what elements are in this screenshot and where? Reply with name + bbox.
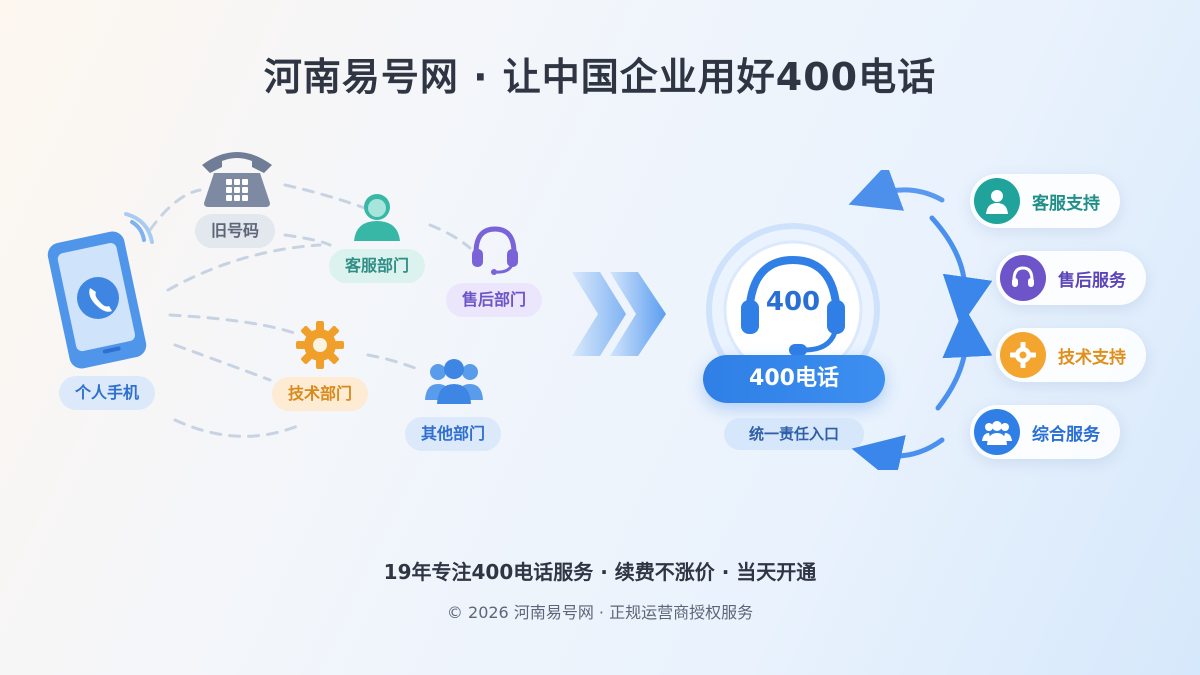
footer-copyright: © 2026 河南易号网 · 正规运营商授权服务: [446, 603, 754, 622]
headset-icon: [1000, 255, 1046, 301]
headset-icon: [472, 226, 518, 275]
user-icon: [974, 178, 1020, 224]
page-title: 河南易号网 · 让中国企业用好400电话: [263, 55, 937, 99]
desk-phone-icon: [202, 152, 272, 207]
service-customer-support[interactable]: 客服支持: [970, 174, 1120, 228]
service-label: 综合服务: [1032, 424, 1100, 445]
service-tech-support[interactable]: 技术支持: [996, 328, 1146, 382]
mobile-label: 个人手机: [58, 376, 156, 410]
customer-agent-icon: [354, 194, 400, 241]
gear-icon: [296, 321, 344, 369]
tagline: 19年专注400电话服务 · 续费不涨价 · 当天开通: [383, 560, 817, 584]
hub-400-text: 400: [765, 287, 821, 317]
gear-icon: [1000, 332, 1046, 378]
service-label: 技术支持: [1058, 347, 1126, 368]
flow-arrow-icon: [572, 272, 666, 356]
service-aftersales[interactable]: 售后服务: [996, 251, 1146, 305]
service-label: 客服支持: [1032, 193, 1100, 214]
service-general[interactable]: 综合服务: [970, 405, 1120, 459]
aftersales-dept-label: 售后部门: [445, 283, 543, 317]
tech-dept-label: 技术部门: [271, 377, 369, 411]
main-400-label: 400电话: [703, 355, 885, 403]
group-icon: [974, 409, 1020, 455]
other-dept-label: 其他部门: [404, 417, 502, 451]
cycle-arrows: [848, 170, 993, 470]
old-number-label: 旧号码: [194, 214, 276, 248]
unified-entry-label: 统一责任入口: [724, 418, 864, 450]
service-label: 售后服务: [1058, 270, 1126, 291]
customer-dept-label: 客服部门: [328, 249, 426, 283]
group-icon: [425, 359, 483, 404]
hub-circle: [706, 223, 880, 372]
mobile-phone-icon: [47, 212, 154, 369]
